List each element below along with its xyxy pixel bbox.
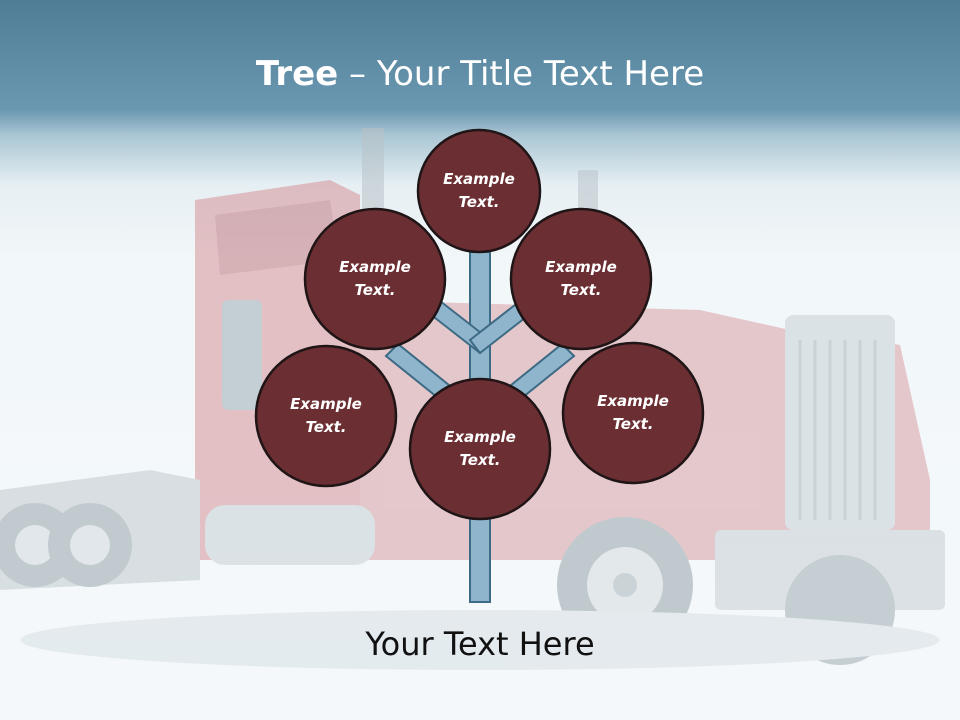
node-center <box>408 377 552 521</box>
node-line1: Example <box>290 395 362 413</box>
node-right-lower <box>561 341 705 485</box>
slide-subtitle: Your Text Here <box>365 625 595 663</box>
node-line1: Example <box>339 258 411 276</box>
node-right-lower-label: Example Text. <box>563 390 703 436</box>
title-dash: – <box>338 54 377 94</box>
node-line2: Text. <box>305 418 347 436</box>
node-left-lower-label: Example Text. <box>256 393 396 439</box>
node-line2: Text. <box>612 415 654 433</box>
node-right-upper-label: Example Text. <box>511 256 651 302</box>
tree-nodes <box>254 128 705 521</box>
node-right-upper <box>509 207 653 351</box>
node-left-upper <box>303 207 447 351</box>
node-line1: Example <box>597 392 669 410</box>
title-bold: Tree <box>255 54 339 94</box>
node-line1: Example <box>443 170 515 188</box>
node-line1: Example <box>545 258 617 276</box>
node-left-upper-label: Example Text. <box>305 256 445 302</box>
node-left-lower <box>254 344 398 488</box>
slide-title: Tree – Your Title Text Here <box>0 52 960 96</box>
node-top <box>416 128 542 254</box>
node-line2: Text. <box>459 451 501 469</box>
node-line2: Text. <box>560 281 602 299</box>
node-line2: Text. <box>458 193 500 211</box>
node-center-label: Example Text. <box>410 426 550 472</box>
node-line1: Example <box>444 428 516 446</box>
title-text: Your Title Text Here <box>376 54 705 94</box>
node-top-label: Example Text. <box>409 168 549 214</box>
node-line2: Text. <box>354 281 396 299</box>
